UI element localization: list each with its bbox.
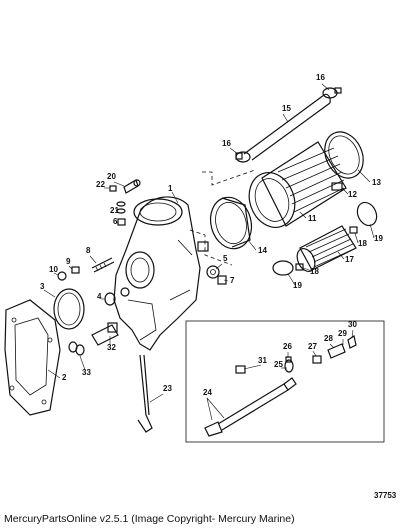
callout-c1: 1 — [168, 184, 173, 193]
part-6-nut — [117, 218, 126, 226]
part-31-cap — [235, 365, 246, 374]
part-22-screw — [109, 185, 117, 192]
callout-c23: 23 — [163, 384, 172, 393]
part-24-hose-assembly — [204, 377, 297, 437]
part-16-hose-clamp-bottom — [235, 151, 251, 163]
part-9-nut — [71, 266, 80, 274]
part-18-clip-left — [295, 263, 304, 271]
part-5-washer — [206, 265, 220, 279]
callout-c22: 22 — [96, 180, 105, 189]
part-1-gimbal-housing — [113, 196, 209, 351]
callout-c19b: 19 — [293, 281, 302, 290]
callout-c32: 32 — [107, 343, 116, 352]
alignment-line-upper — [202, 169, 256, 186]
callout-c8: 8 — [86, 246, 91, 255]
part-25-26-fitting — [284, 356, 294, 373]
part-3-o-ring — [53, 288, 85, 330]
callout-c19a: 19 — [374, 234, 383, 243]
callout-c15: 15 — [282, 104, 291, 113]
callout-c10: 10 — [49, 265, 58, 274]
callout-c5: 5 — [223, 254, 228, 263]
part-10-washer — [57, 271, 67, 281]
callout-c31: 31 — [258, 356, 267, 365]
callout-c4: 4 — [97, 292, 102, 301]
inset-frame — [185, 320, 385, 443]
part-11-exhaust-bellows — [248, 141, 347, 228]
callout-c26: 26 — [283, 342, 292, 351]
callout-c16a: 16 — [316, 73, 325, 82]
callout-c18b: 18 — [310, 267, 319, 276]
part-17-shift-bellows — [296, 225, 357, 272]
callout-c11: 11 — [308, 214, 317, 223]
part-28-29-fitting — [327, 343, 346, 359]
leader-lines — [43, 83, 375, 421]
callout-c6: 6 — [113, 217, 118, 226]
callout-c25: 25 — [274, 360, 283, 369]
callout-c14: 14 — [258, 246, 267, 255]
part-16-hose-clamp-top — [322, 87, 342, 99]
callout-c21: 21 — [110, 206, 119, 215]
part-8-stud — [91, 257, 115, 273]
callout-c28: 28 — [324, 334, 333, 343]
footer-copyright: MercuryPartsOnline v2.5.1 (Image Copyrig… — [4, 513, 295, 525]
callout-c2: 2 — [62, 373, 67, 382]
reference-number: 37753 — [374, 491, 397, 500]
callout-c27: 27 — [308, 342, 317, 351]
part-19-clamp-left — [272, 260, 294, 276]
part-14-gasket — [209, 196, 253, 250]
callout-c17: 17 — [345, 255, 354, 264]
part-7-plug — [217, 275, 227, 285]
part-32-fitting — [91, 322, 119, 346]
part-12-clip — [331, 182, 343, 191]
callout-labels: 1234567891011121314151616171818191920212… — [40, 73, 383, 397]
callout-c30: 30 — [348, 320, 357, 329]
callout-c13: 13 — [372, 178, 381, 187]
callout-c33: 33 — [82, 368, 91, 377]
part-27-nut — [312, 355, 322, 364]
callout-c7: 7 — [230, 276, 235, 285]
part-21-washers — [116, 201, 126, 214]
callout-c16b: 16 — [222, 139, 231, 148]
callout-c12: 12 — [348, 190, 357, 199]
part-33-o-rings — [68, 341, 85, 356]
callout-c3: 3 — [40, 282, 45, 291]
alignment-line-lower — [189, 229, 233, 266]
callout-c20: 20 — [107, 172, 116, 181]
callout-c9: 9 — [66, 257, 71, 266]
part-19-clamp-right — [356, 201, 378, 227]
part-2-gasket-plate — [4, 299, 61, 416]
part-13-bellows-clamp — [324, 131, 364, 179]
callout-c29: 29 — [338, 329, 347, 338]
part-15-hose — [243, 93, 331, 161]
part-23-rod — [137, 354, 153, 433]
callout-c18a: 18 — [358, 239, 367, 248]
part-18-clip-right — [349, 226, 358, 234]
callout-c24: 24 — [203, 388, 212, 397]
part-20-bracket — [123, 179, 141, 194]
